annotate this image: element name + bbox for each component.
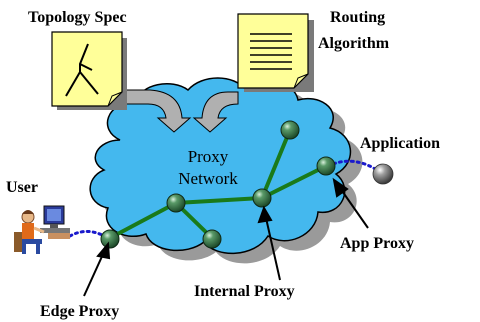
internal-proxy-node-center [252, 188, 272, 208]
routing-label-line2: Algorithm [318, 35, 390, 52]
cloud-label-line1: Proxy [188, 147, 229, 166]
pointer-app-proxy [339, 187, 369, 229]
gray-sphere-icon [372, 163, 394, 185]
application-label: Application [360, 135, 440, 152]
pointer-internal-proxy [265, 217, 281, 281]
edge-proxy-label: Edge Proxy [40, 303, 119, 320]
topology-spec-document [51, 31, 127, 110]
lined-document-icon [250, 33, 292, 70]
cloud-label-line2: Network [178, 169, 238, 188]
app-proxy-label: App Proxy [340, 235, 414, 252]
internal-proxy-node-left [166, 193, 186, 213]
internal-proxy-label: Internal Proxy [194, 283, 295, 300]
link-center-to-app [260, 164, 328, 200]
pointer-edge-proxy [83, 251, 105, 297]
app-proxy-node [316, 156, 336, 176]
link-internal-to-center [174, 196, 264, 205]
pointer-arrows [83, 177, 369, 297]
internal-proxy-node-top [280, 120, 300, 140]
person-at-computer-icon [14, 205, 70, 254]
routing-label-line1: Routing [330, 9, 385, 26]
routing-input-arrow [192, 91, 239, 133]
link-edge-to-internal [108, 201, 178, 240]
link-center-to-top [260, 128, 292, 200]
user-label: User [6, 179, 38, 196]
routing-algorithm-document [237, 13, 314, 92]
proxy-nodes [100, 120, 336, 249]
internal-proxy-node-lower [202, 229, 222, 249]
edge-proxy-node [100, 229, 120, 249]
topology-spec-label: Topology Spec [28, 9, 127, 26]
topology-input-arrow [119, 89, 192, 133]
tree-document-icon [65, 43, 99, 97]
